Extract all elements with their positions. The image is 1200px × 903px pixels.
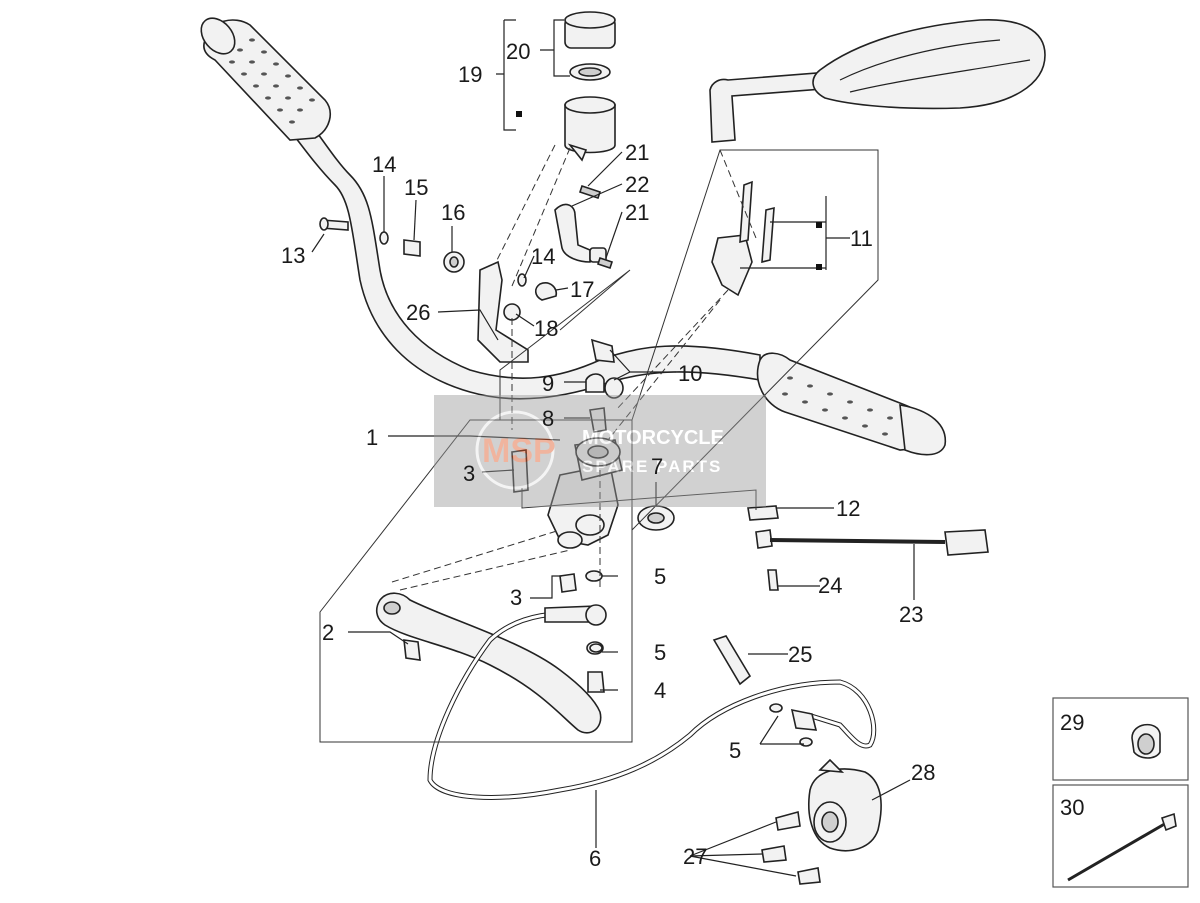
- callout-13: 13: [281, 243, 305, 268]
- watermark: MSP MOTORCYCLE SPARE PARTS: [434, 395, 766, 507]
- bracket: [477, 260, 529, 363]
- callout-2: 2: [322, 620, 334, 645]
- callout-3: 3: [510, 585, 522, 610]
- inset-cable-clip: [1052, 697, 1189, 781]
- inset-cable-tie: [1052, 784, 1189, 888]
- callout-5: 5: [729, 738, 741, 763]
- callout-18: 18: [534, 316, 558, 341]
- callout-26: 26: [406, 300, 430, 325]
- mirror: [709, 19, 1046, 143]
- clutch-hose: [427, 604, 877, 800]
- watermark-line1: MOTORCYCLE: [582, 427, 724, 449]
- handlebar: [200, 17, 947, 456]
- callout-9: 9: [542, 371, 554, 396]
- callout-1: 1: [366, 425, 378, 450]
- callout-20: 20: [506, 39, 530, 64]
- callout-25: 25: [788, 642, 812, 667]
- callout-5: 5: [654, 564, 666, 589]
- callout-16: 16: [441, 200, 465, 225]
- callout-15: 15: [404, 175, 428, 200]
- callout-11: 11: [850, 226, 873, 251]
- clutch-switch: [747, 505, 989, 591]
- assembly-guides: [319, 144, 879, 743]
- watermark-logo: MSP: [482, 432, 556, 470]
- callout-10: 10: [678, 361, 702, 386]
- callout-5: 5: [654, 640, 666, 665]
- callout-27: 27: [683, 844, 707, 869]
- slave-cylinder: [761, 758, 882, 885]
- callout-24: 24: [818, 573, 842, 598]
- callout-3: 3: [463, 461, 475, 486]
- callout-29: 29: [1060, 710, 1084, 735]
- clutch-lever: [375, 592, 602, 734]
- callout-30: 30: [1060, 795, 1084, 820]
- callout-8: 8: [542, 406, 554, 431]
- callout-labels: 1 2 3 3 4 5 5 5 6 7 8 9 10 11 12 13 14 1…: [281, 39, 1084, 871]
- callout-17: 17: [570, 277, 594, 302]
- callout-14: 14: [372, 152, 396, 177]
- bleed-valve: [712, 635, 752, 686]
- reservoir-hose: [554, 184, 614, 270]
- callout-21: 21: [625, 140, 649, 165]
- callout-19: 19: [458, 62, 482, 87]
- small-hardware: [319, 217, 558, 321]
- leader-lines: [311, 19, 915, 877]
- callout-4: 4: [654, 678, 666, 703]
- callout-6: 6: [589, 846, 601, 871]
- callout-28: 28: [911, 760, 935, 785]
- right-grip: [756, 352, 947, 456]
- bolt-marker: [816, 222, 822, 228]
- reservoir-marker: [516, 111, 522, 117]
- fluid-reservoir: [564, 11, 616, 162]
- callout-23: 23: [899, 602, 923, 627]
- callout-12: 12: [836, 496, 860, 521]
- mirror-clamp: [711, 180, 775, 297]
- callout-21: 21: [625, 200, 649, 225]
- callout-7: 7: [651, 454, 663, 479]
- washers: [585, 570, 813, 747]
- callout-22: 22: [625, 172, 649, 197]
- left-grip: [200, 17, 331, 141]
- watermark-line2: SPARE PARTS: [582, 457, 722, 476]
- callout-14: 14: [531, 244, 555, 269]
- bolt-marker: [816, 264, 822, 270]
